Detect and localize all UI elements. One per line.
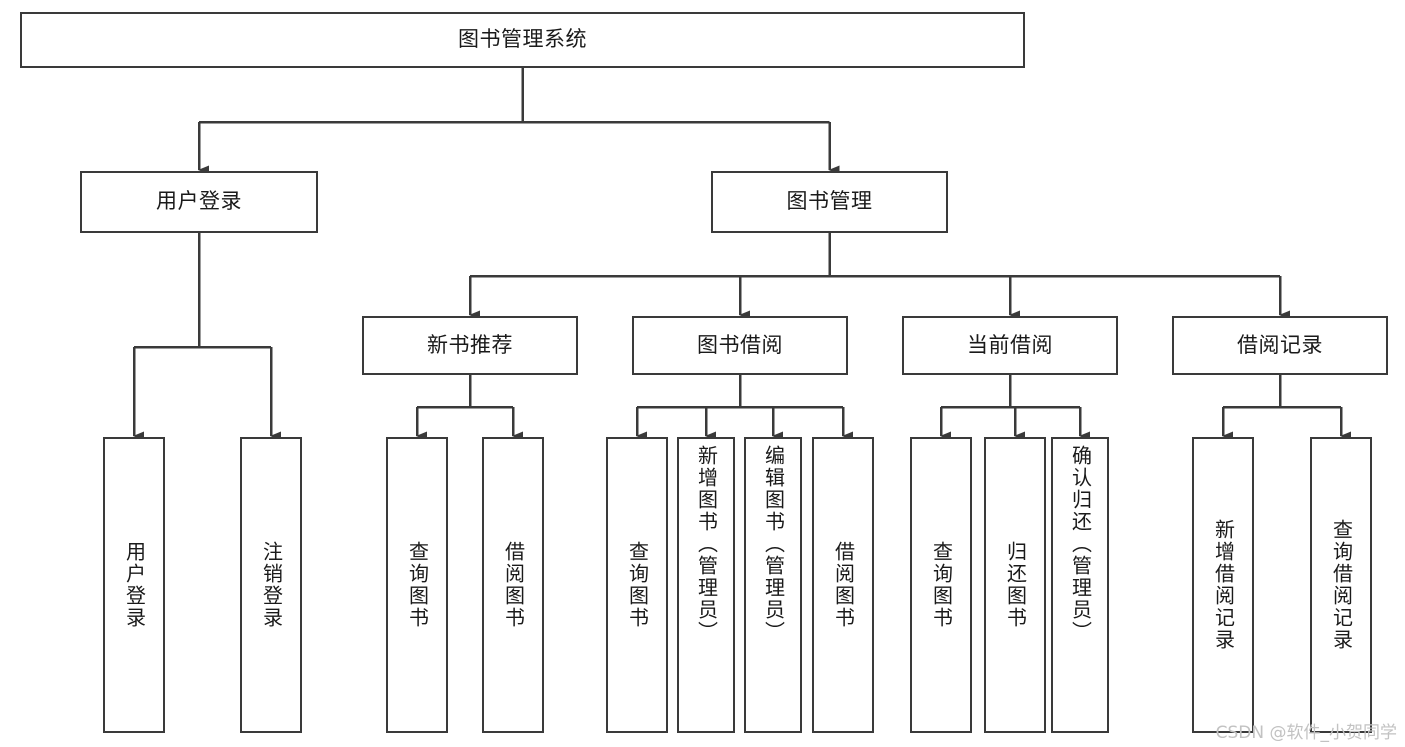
node-leaf-query-book-1: 查询图书 (386, 437, 448, 733)
node-label: 查询借阅记录 (1329, 519, 1354, 651)
edge-group (132, 68, 1351, 441)
node-l3-book-borrow: 图书借阅 (632, 316, 848, 375)
node-label: 编辑图书（管理员） (761, 445, 786, 643)
node-leaf-user-login: 用户登录 (103, 437, 165, 733)
node-label: 图书管理系统 (458, 27, 587, 52)
node-leaf-user-logout: 注销登录 (240, 437, 302, 733)
node-l2-user-login: 用户登录 (80, 171, 318, 233)
node-label: 注销登录 (259, 541, 284, 629)
node-label: 新书推荐 (427, 332, 513, 357)
node-l3-new-book-rec: 新书推荐 (362, 316, 578, 375)
node-leaf-add-book: 新增图书（管理员） (677, 437, 735, 733)
node-label: 借阅图书 (831, 541, 856, 629)
node-label: 查询图书 (405, 541, 430, 629)
watermark-text: CSDN @软件_小贺同学 (1215, 723, 1397, 743)
node-leaf-borrow-book-1: 借阅图书 (482, 437, 544, 733)
node-label: 图书管理 (786, 189, 873, 214)
node-leaf-confirm-return: 确认归还（管理员） (1051, 437, 1109, 733)
node-leaf-return-book: 归还图书 (984, 437, 1046, 733)
node-label: 查询图书 (625, 541, 650, 629)
node-label: 当前借阅 (967, 332, 1053, 357)
node-label: 归还图书 (1003, 541, 1028, 629)
node-l3-current-borrow: 当前借阅 (902, 316, 1118, 375)
node-leaf-add-record: 新增借阅记录 (1192, 437, 1254, 733)
node-label: 确认归还（管理员） (1068, 445, 1093, 643)
node-label: 用户登录 (122, 541, 147, 629)
node-label: 查询图书 (929, 541, 954, 629)
node-leaf-query-book-2: 查询图书 (606, 437, 668, 733)
node-l2-book-mgmt: 图书管理 (711, 171, 948, 233)
node-label: 用户登录 (156, 189, 242, 214)
node-label: 新增图书（管理员） (694, 445, 719, 643)
node-leaf-borrow-book-2: 借阅图书 (812, 437, 874, 733)
node-l3-borrow-record: 借阅记录 (1172, 316, 1388, 375)
node-leaf-query-record: 查询借阅记录 (1310, 437, 1372, 733)
node-label: 新增借阅记录 (1211, 519, 1236, 651)
node-label: 借阅图书 (501, 541, 526, 629)
node-root: 图书管理系统 (20, 12, 1025, 68)
node-leaf-query-book-3: 查询图书 (910, 437, 972, 733)
node-label: 图书借阅 (697, 332, 783, 357)
node-leaf-edit-book: 编辑图书（管理员） (744, 437, 802, 733)
node-label: 借阅记录 (1237, 332, 1323, 357)
